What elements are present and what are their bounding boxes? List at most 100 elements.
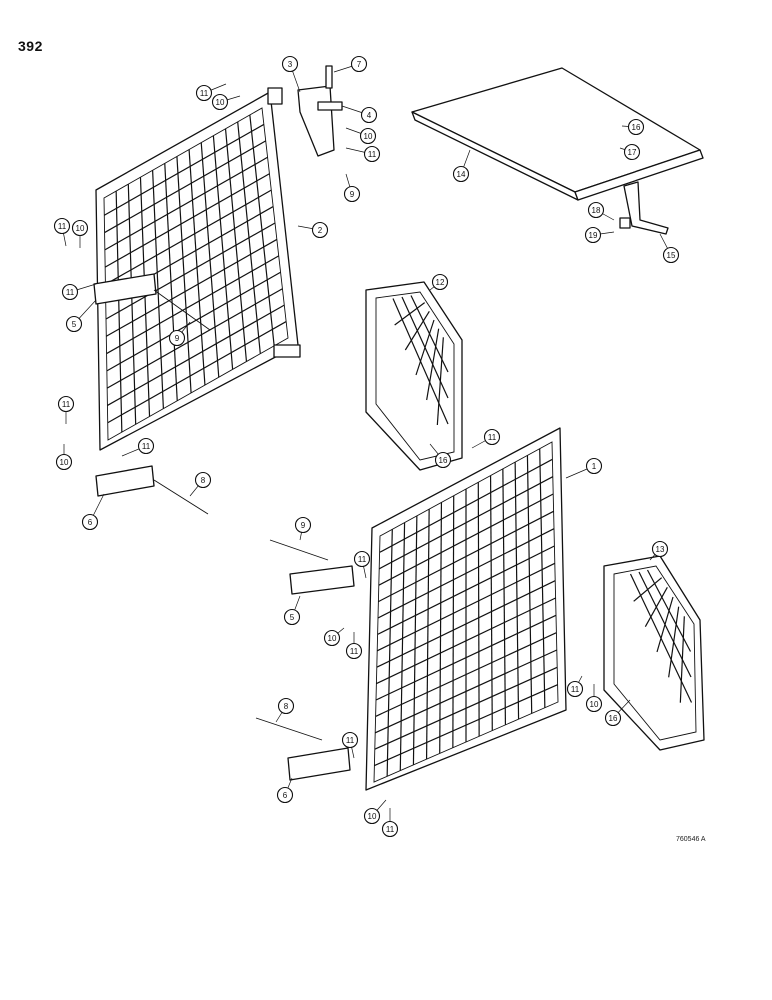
callout-label: 10 [368,812,377,821]
callout-2: 2 [297,221,329,239]
callout-label: 5 [72,320,77,329]
callout-5: 5 [283,595,301,626]
callout-8: 8 [189,471,212,497]
callout-label: 7 [357,60,362,69]
callout-label: 13 [656,545,665,554]
callout-4: 4 [341,105,378,124]
callout-label: 12 [436,278,445,287]
page-number: 392 [18,38,43,54]
callout-label: 10 [60,458,69,467]
callout-9: 9 [168,321,191,347]
callout-17: 17 [619,143,641,161]
callout-label: 9 [301,521,306,530]
callout-label: 6 [88,518,93,527]
callout-label: 10 [216,98,225,107]
callout-label: 15 [667,251,676,260]
callout-11: 11 [57,395,75,424]
callout-3: 3 [281,55,301,93]
callout-label: 17 [628,148,637,157]
callout-11: 11 [341,731,359,759]
callout-18: 18 [587,201,615,221]
callout-10: 10 [71,219,89,248]
callout-19: 19 [584,226,615,244]
callout-11: 11 [566,675,584,698]
callout-group: 1234556678899910101010101010111111111111… [53,55,680,838]
right-screen-guard [365,427,567,791]
callout-label: 11 [368,150,377,159]
callout-16: 16 [621,118,645,136]
callout-label: 2 [318,226,323,235]
callout-11: 11 [345,632,363,660]
callout-11: 11 [53,217,71,247]
callout-11: 11 [381,808,399,838]
callout-label: 5 [290,613,295,622]
callout-14: 14 [452,149,471,183]
callout-1: 1 [565,457,603,479]
callout-label: 11 [386,825,395,834]
callout-label: 11 [66,288,75,297]
callout-10: 10 [345,127,377,145]
callout-label: 18 [592,206,601,215]
callout-11: 11 [471,428,501,449]
callout-label: 11 [571,685,580,694]
callout-label: 9 [175,334,180,343]
callout-10: 10 [323,627,345,647]
side-screen-upper [365,281,463,471]
callout-label: 11 [62,400,71,409]
callout-label: 19 [589,231,598,240]
callout-label: 8 [284,702,289,711]
drawing-id: 760546 A [676,836,706,843]
callout-10: 10 [55,444,73,471]
callout-label: 3 [288,60,293,69]
callout-10: 10 [363,799,387,825]
top-plate [411,67,704,201]
callout-label: 10 [76,224,85,233]
callout-9: 9 [343,173,361,203]
callout-11: 11 [121,437,155,457]
callout-label: 11 [358,555,367,564]
callout-label: 11 [58,222,67,231]
callout-label: 16 [609,714,618,723]
clamp-bracket-upper-left [93,273,211,331]
callout-label: 10 [364,132,373,141]
callout-16: 16 [604,699,631,727]
callout-11: 11 [353,550,371,579]
callout-label: 11 [488,433,497,442]
callout-8: 8 [275,697,295,723]
callout-label: 11 [346,736,355,745]
callout-label: 11 [200,89,209,98]
callout-6: 6 [81,493,105,531]
callout-label: 6 [283,791,288,800]
callout-12: 12 [429,273,449,291]
callout-11: 11 [195,83,227,102]
callout-9: 9 [294,516,312,541]
support-bracket [619,181,669,235]
callout-10: 10 [585,684,603,713]
clamp-bracket-upper-right [269,539,355,595]
callout-label: 9 [350,190,355,199]
callout-label: 10 [590,700,599,709]
callout-16: 16 [429,443,452,469]
callout-label: 11 [142,442,151,451]
callout-11: 11 [61,283,97,301]
callout-7: 7 [333,55,368,73]
callout-6: 6 [276,777,294,804]
callout-13: 13 [649,540,669,561]
callout-15: 15 [659,233,680,264]
callout-label: 4 [367,111,372,120]
clamp-bracket-lower-left [95,465,209,515]
callout-10: 10 [211,93,241,111]
clamp-bracket-lower-right [255,717,351,781]
callout-label: 16 [439,456,448,465]
left-screen-guard [95,87,301,451]
callout-label: 11 [350,647,359,656]
callout-5: 5 [65,299,97,333]
hinge-bracket [297,65,343,157]
callout-label: 1 [592,462,597,471]
callout-label: 16 [632,123,641,132]
callout-11: 11 [345,145,381,163]
callout-label: 10 [328,634,337,643]
callout-label: 14 [457,170,466,179]
callout-label: 8 [201,476,206,485]
